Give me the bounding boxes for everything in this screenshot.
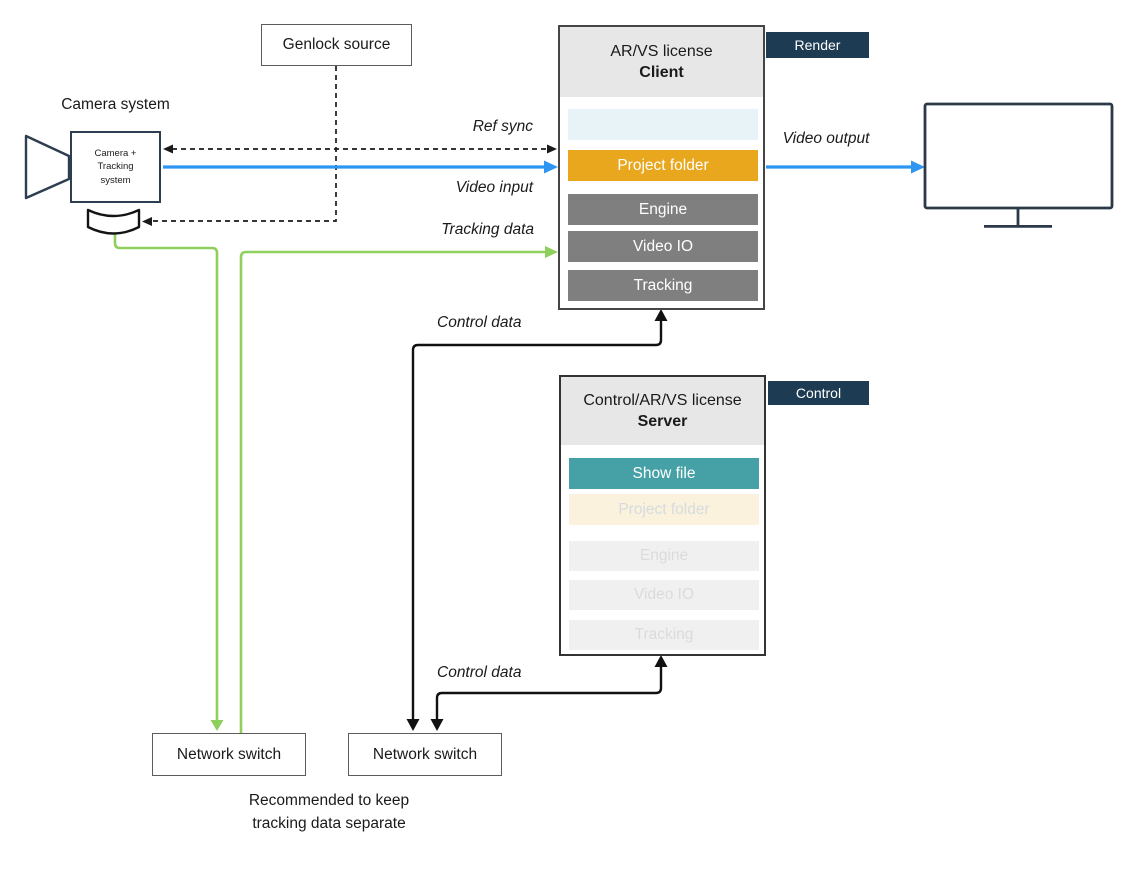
video-output-connector	[766, 160, 925, 174]
camera-body-line1: Camera +	[94, 147, 137, 159]
genlock-camera-arrowhead	[142, 217, 152, 226]
control-client-connector	[406, 309, 668, 731]
client-subtitle: Client	[639, 64, 684, 81]
camera-body-line3: system	[100, 174, 131, 186]
network-switch-left-label: Network switch	[176, 745, 282, 763]
control-data-server-label: Control data	[437, 664, 522, 681]
genlock-sync-connector	[152, 66, 337, 222]
ref-sync-right-arrowhead	[547, 144, 557, 154]
genlock-source-label: Genlock source	[282, 36, 391, 53]
render-tag: Render	[766, 32, 869, 58]
control-server-connector	[430, 655, 668, 731]
server-bar-project-folder: Project folder	[569, 494, 759, 525]
tracking-camera-to-switch-connector	[113, 234, 224, 731]
tracking-note-line1: Recommended to keep	[248, 792, 410, 809]
genlock-source-box: Genlock source	[261, 24, 412, 66]
camera-mount	[86, 208, 141, 235]
server-bar-show-file: Show file	[569, 458, 759, 489]
control-tag: Control	[768, 381, 869, 405]
server-title: Control/AR/VS license	[583, 392, 742, 409]
client-bar-engine: Engine	[568, 194, 758, 225]
camera-icon	[24, 134, 141, 235]
server-subtitle: Server	[637, 413, 688, 430]
server-box: Control/AR/VS license Server Show file P…	[559, 375, 766, 656]
network-switch-right-box: Network switch	[348, 733, 502, 776]
video-output-label: Video output	[782, 130, 870, 147]
server-bar-tracking: Tracking	[569, 620, 759, 650]
monitor-icon	[923, 102, 1114, 228]
client-bar-video-io: Video IO	[568, 231, 758, 262]
ref-sync-label: Ref sync	[472, 118, 533, 135]
video-input-label: Video input	[455, 179, 533, 196]
tracking-note-line2: tracking data separate	[252, 815, 406, 832]
tracking-note: Recommended to keep tracking data separa…	[228, 789, 430, 835]
client-box: AR/VS license Client Project folder Engi…	[558, 25, 765, 310]
camera-body-box: Camera + Tracking system	[70, 131, 161, 203]
client-title: AR/VS license	[610, 43, 713, 60]
camera-system-label: Camera system	[61, 96, 170, 113]
client-bar-tracking: Tracking	[568, 270, 758, 301]
network-switch-left-box: Network switch	[152, 733, 306, 776]
server-header: Control/AR/VS license Server	[561, 377, 764, 445]
tracking-switch-to-client-connector	[239, 246, 558, 733]
video-input-connector	[163, 160, 558, 174]
tracking-data-label: Tracking data	[441, 221, 534, 238]
server-bar-video-io: Video IO	[569, 580, 759, 610]
client-bar-placeholder	[568, 109, 758, 140]
client-header: AR/VS license Client	[560, 27, 763, 97]
server-bar-engine: Engine	[569, 541, 759, 571]
network-switch-right-label: Network switch	[372, 745, 478, 763]
control-data-client-label: Control data	[437, 314, 522, 331]
client-bar-project-folder: Project folder	[568, 150, 758, 181]
camera-body-line2: Tracking	[97, 161, 134, 173]
ref-sync-left-arrowhead	[163, 144, 173, 154]
